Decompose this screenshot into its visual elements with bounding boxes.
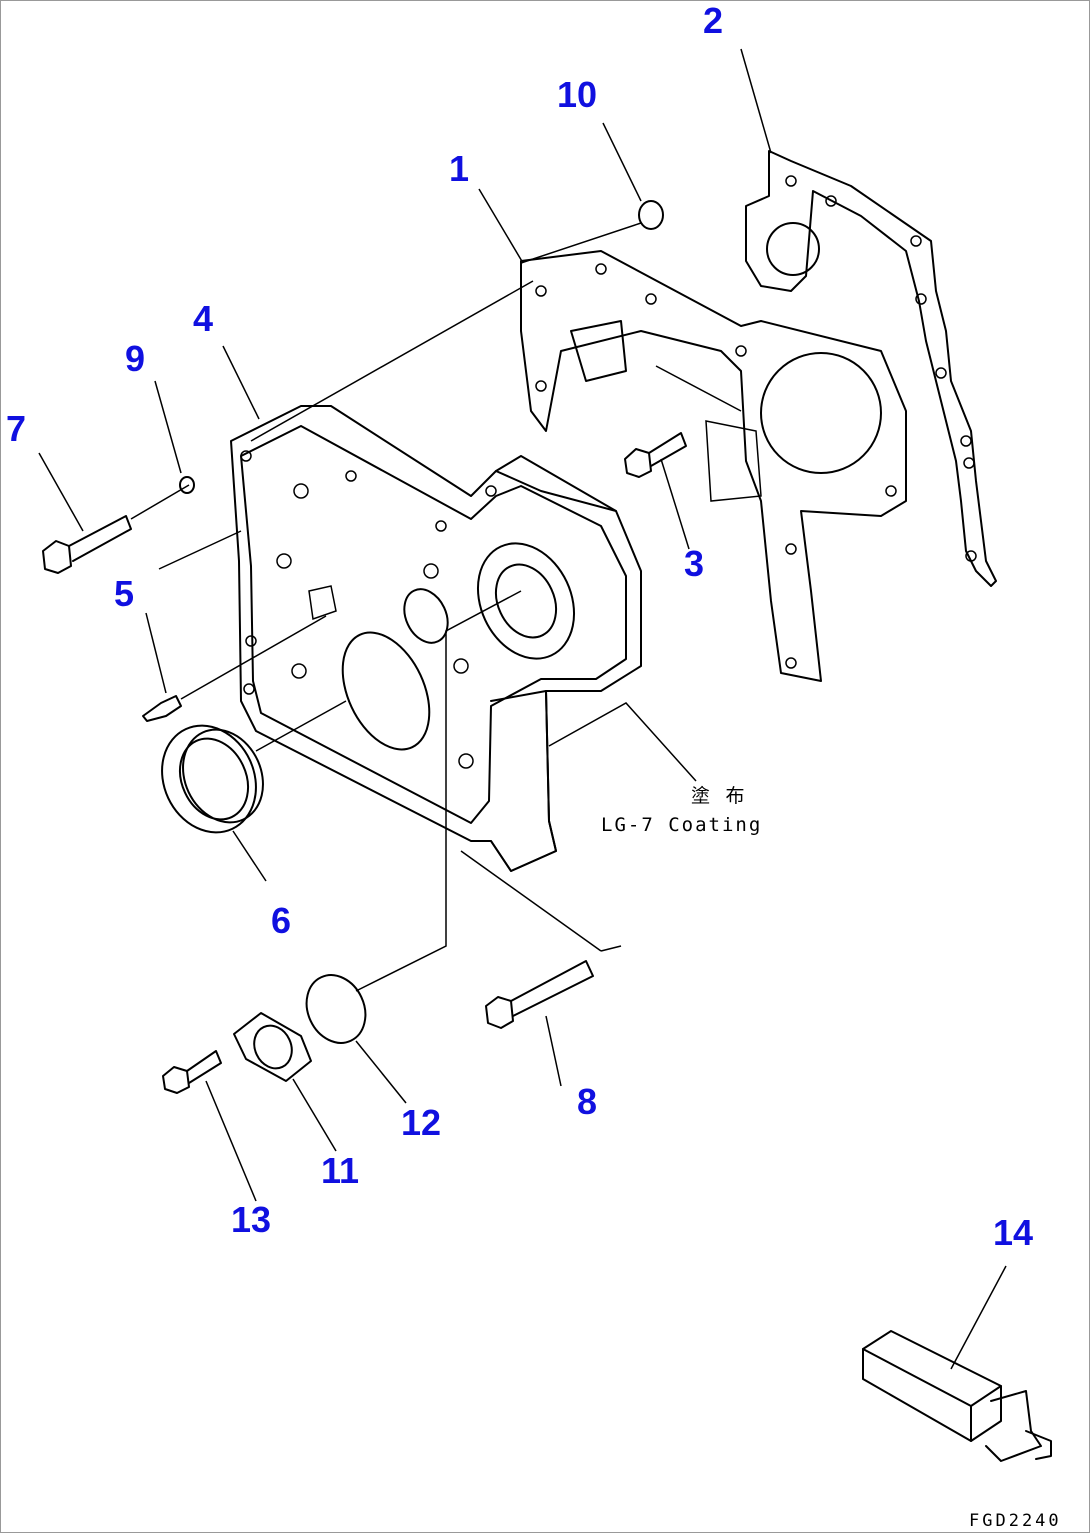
callout-10: 10 [557,74,597,115]
bolt-part-13 [162,1050,222,1094]
callout-14: 14 [993,1212,1033,1253]
tool-part-14 [862,1330,1052,1462]
callout-6: 6 [271,900,291,941]
callout-7: 7 [6,408,26,449]
stud-bolt-part-8 [485,960,594,1029]
gasket-part-2 [745,150,997,587]
o-ring-part-12 [305,974,367,1044]
callout-5: 5 [114,573,134,614]
callout-4: 4 [193,298,213,339]
callout-12: 12 [401,1102,441,1143]
plug-part-10 [638,200,664,230]
annotation-jp: 塗 布 [691,784,746,807]
leader-lines [38,48,1007,1370]
callout-11: 11 [321,1150,359,1191]
bolt-part-3 [624,432,687,478]
cover-plate-part-11 [233,1012,312,1082]
callout-2: 2 [703,1,723,41]
oil-seal-part-6 [161,724,264,834]
callout-labels: 1 2 3 4 5 6 7 8 9 10 11 12 13 14 [6,1,1033,1253]
bolt-part-7 [42,515,132,574]
callout-3: 3 [684,543,704,584]
callout-1: 1 [449,148,469,189]
figure-ref: FGD2240 [969,1511,1062,1531]
dowel-pin-part-5 [142,695,182,722]
callout-9: 9 [125,338,145,379]
callout-8: 8 [577,1081,597,1122]
callout-13: 13 [231,1199,271,1240]
front-cover-part-4 [230,405,642,872]
washer-part-9 [179,476,195,494]
annotation-en: LG-7 Coating [601,814,762,836]
gasket-part-1 [520,250,907,682]
